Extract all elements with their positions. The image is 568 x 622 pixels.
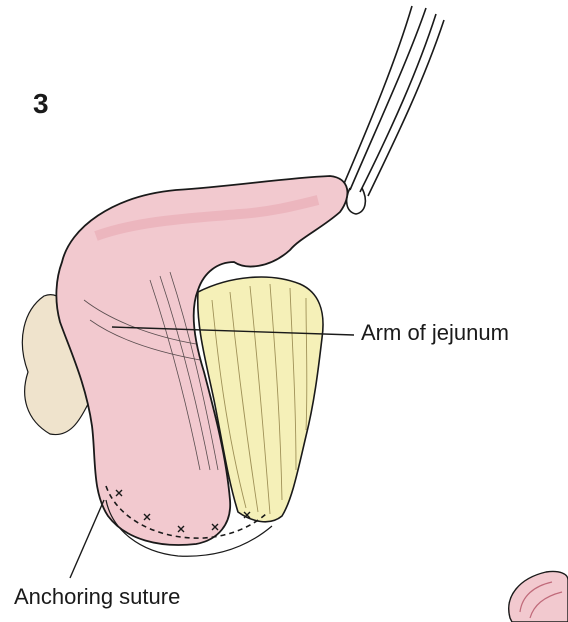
inset-illustration [509,571,568,622]
label-anchoring-suture: Anchoring suture [14,584,180,610]
figure-number: 3 [33,88,49,120]
forceps-icon [343,6,444,214]
leader-line-anchor [70,500,104,578]
label-arm-of-jejunum: Arm of jejunum [361,320,509,346]
